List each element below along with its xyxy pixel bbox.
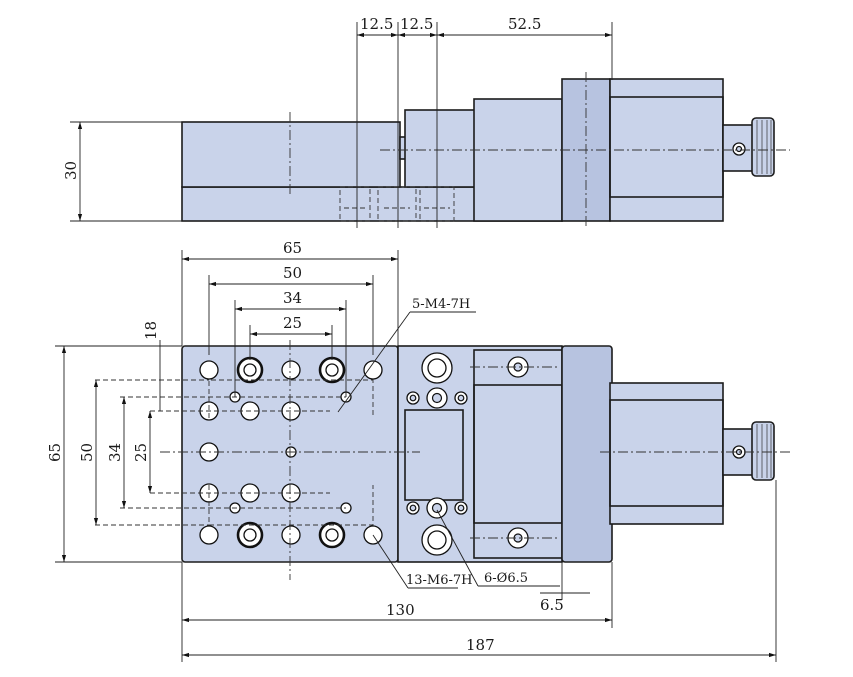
side-knob-screw-inner bbox=[735, 145, 743, 153]
dim-130: 130 bbox=[386, 601, 415, 619]
dim-height-34: 34 bbox=[106, 443, 124, 462]
top-offset-dim: 6.5 bbox=[540, 562, 590, 614]
top-width-dims: 65 50 34 25 bbox=[181, 239, 399, 397]
callout-m4: 5-M4-7H bbox=[337, 297, 476, 413]
dim-6-5: 6.5 bbox=[540, 596, 564, 614]
callout-m6-label: 13-M6-7H bbox=[406, 573, 473, 588]
top-end-plate bbox=[561, 345, 613, 563]
dim-187: 187 bbox=[466, 636, 495, 654]
dim-side-height-30: 30 bbox=[62, 161, 80, 180]
dim-width-34: 34 bbox=[283, 289, 302, 307]
callout-pin-label: 6-Ø6.5 bbox=[484, 571, 528, 586]
dim-side-12-5-b: 12.5 bbox=[400, 15, 433, 33]
top-base-counterbores bbox=[236, 356, 346, 549]
side-knob-knurl bbox=[756, 120, 772, 174]
dim-height-25: 25 bbox=[132, 443, 150, 462]
callout-m6: 13-M6-7H bbox=[372, 534, 473, 589]
dim-side-12-5-a: 12.5 bbox=[360, 15, 393, 33]
top-view: 65 50 34 25 18 65 50 34 25 5-M4-7H bbox=[46, 239, 790, 662]
side-view: 12.5 12.5 52.5 30 bbox=[62, 15, 790, 228]
dim-18: 18 bbox=[142, 321, 160, 340]
dim-width-25: 25 bbox=[283, 314, 302, 332]
side-middle-block bbox=[404, 109, 476, 188]
top-slide-holes bbox=[406, 352, 468, 556]
dim-width-65: 65 bbox=[283, 239, 302, 257]
callout-pin: 6-Ø6.5 bbox=[436, 509, 560, 587]
top-length-dims: 130 187 bbox=[181, 480, 777, 662]
top-reference-lines bbox=[95, 340, 790, 580]
dim-height-50: 50 bbox=[78, 443, 96, 462]
top-carriage bbox=[473, 349, 563, 559]
top-height-dims: 65 50 34 25 bbox=[46, 345, 182, 563]
top-motor-body bbox=[609, 382, 724, 525]
top-knob-knurl bbox=[756, 424, 772, 478]
dim-height-65: 65 bbox=[46, 443, 64, 462]
side-knob bbox=[751, 117, 775, 177]
top-small-dim: 18 bbox=[142, 321, 161, 411]
side-carriage-block bbox=[473, 98, 563, 222]
top-slide-channel bbox=[404, 409, 464, 501]
side-upper-block bbox=[181, 121, 401, 188]
dim-width-50: 50 bbox=[283, 264, 302, 282]
top-knob bbox=[751, 421, 775, 481]
dim-side-52-5: 52.5 bbox=[508, 15, 541, 33]
callout-m4-label: 5-M4-7H bbox=[412, 297, 470, 312]
